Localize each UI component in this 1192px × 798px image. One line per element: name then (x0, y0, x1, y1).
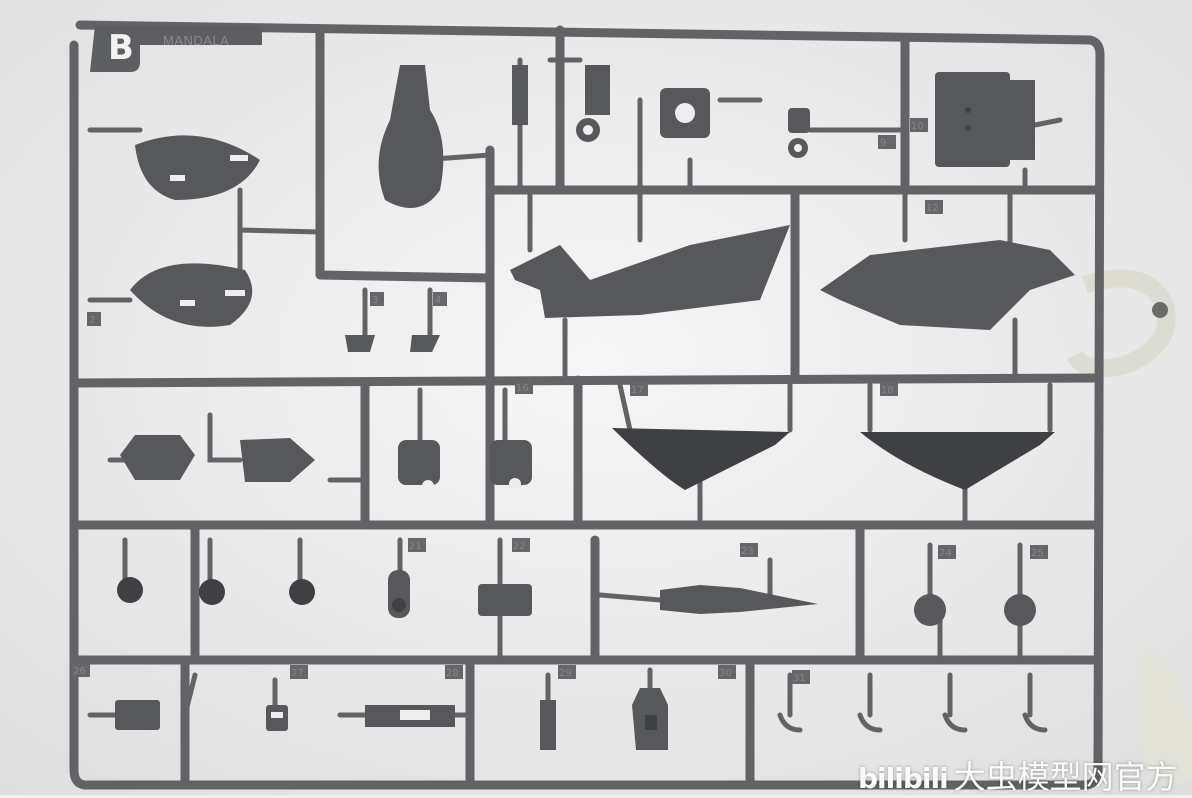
channel-name: 大虫模型网官方 (953, 758, 1178, 796)
svg-text:22: 22 (513, 541, 526, 552)
part-tag: 4 (433, 292, 447, 306)
part-tag: 23 (740, 543, 758, 557)
part-tag: 31 (792, 670, 810, 684)
parts (115, 65, 1075, 750)
brand-label: MANDALA (163, 33, 230, 48)
sprue-letter: B (108, 28, 134, 68)
svg-text:16: 16 (516, 383, 529, 394)
part-tag: 29 (558, 665, 576, 679)
svg-text:24: 24 (939, 548, 952, 559)
svg-text:3: 3 (372, 295, 378, 306)
part-tag: 25 (1030, 545, 1048, 559)
svg-text:23: 23 (741, 546, 754, 557)
svg-text:2: 2 (89, 315, 95, 326)
part-tag: 12 (925, 200, 943, 214)
gates (87, 57, 1063, 718)
part-tag: 30 (718, 665, 736, 679)
part-tag: 9 (878, 135, 896, 149)
part-tag: 18 (880, 382, 898, 396)
part-tag: 22 (512, 538, 530, 552)
svg-text:21: 21 (409, 541, 422, 552)
svg-text:17: 17 (631, 385, 644, 396)
svg-text:9: 9 (880, 138, 886, 149)
svg-text:28: 28 (446, 668, 459, 679)
svg-text:25: 25 (1031, 548, 1044, 559)
part-tag: 17 (630, 382, 648, 396)
svg-text:26: 26 (73, 666, 86, 677)
part-number-tags: 2 3 4 9 10 12 16 17 18 21 22 23 24 25 26… (72, 118, 1048, 684)
part-tag: 24 (938, 545, 956, 559)
part-tag: 27 (290, 665, 308, 679)
svg-text:10: 10 (911, 121, 924, 132)
logo-tag (90, 25, 262, 72)
part-tag: 10 (910, 118, 928, 132)
part-tag: 16 (515, 380, 533, 394)
part-tag: 3 (370, 292, 384, 306)
part-tag: 21 (408, 538, 426, 552)
svg-text:29: 29 (559, 668, 572, 679)
bilibili-logo: bilibili (858, 762, 949, 795)
svg-text:4: 4 (435, 295, 441, 306)
svg-text:12: 12 (926, 203, 939, 214)
svg-text:30: 30 (719, 668, 732, 679)
part-tag: 26 (72, 663, 90, 677)
svg-text:27: 27 (291, 668, 304, 679)
svg-text:18: 18 (881, 385, 894, 396)
part-tag: 28 (445, 665, 463, 679)
part-tag: 2 (87, 312, 101, 326)
svg-text:31: 31 (793, 673, 806, 684)
